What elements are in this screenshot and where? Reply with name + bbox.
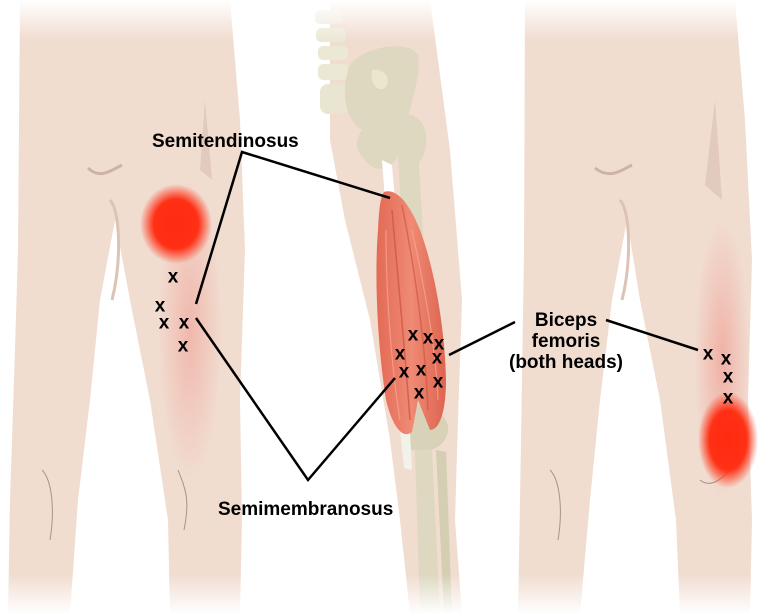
trigger-point-marker-middle: x — [413, 382, 425, 404]
pain-zone-right-core — [698, 392, 758, 488]
leader-lines — [194, 150, 699, 483]
trigger-point-marker-middle: x — [431, 347, 443, 369]
trigger-point-marker-left: x — [154, 295, 166, 317]
biceps-right-leader — [605, 318, 699, 352]
trigger-point-marker-left: x — [167, 266, 179, 288]
trigger-point-marker-middle: x — [415, 359, 427, 381]
label-biceps-line2: femoris — [531, 331, 601, 352]
label-biceps-line1: Biceps — [534, 310, 598, 331]
trigger-point-marker-left: x — [177, 335, 189, 357]
trigger-point-marker-middle: x — [433, 333, 445, 355]
trigger-point-marker-middle: x — [398, 361, 410, 383]
label-semitendinosus: Semitendinosus — [152, 131, 299, 152]
pain-zone-left-core — [140, 184, 212, 264]
biceps-left-leader — [448, 320, 516, 357]
trigger-point-marker-right: x — [722, 366, 734, 388]
label-semimembranosus: Semimembranosus — [218, 499, 394, 520]
semimembranosus-leader — [194, 317, 396, 483]
trigger-point-marker-left: x — [158, 312, 170, 334]
trigger-point-marker-middle: x — [394, 343, 406, 365]
right-legs — [518, 0, 752, 614]
trigger-point-marker-middle: x — [422, 327, 434, 349]
label-biceps-femoris: Biceps femoris (both heads) — [486, 310, 646, 373]
trigger-point-marker-right: x — [722, 387, 734, 409]
pain-zones — [140, 180, 758, 500]
middle-leg — [315, 0, 462, 614]
semitendinosus-leader — [194, 150, 391, 305]
trigger-point-marker-middle: x — [432, 371, 444, 393]
trigger-point-marker-right: x — [720, 348, 732, 370]
trigger-point-marker-middle: x — [407, 324, 419, 346]
trigger-point-marker-right: x — [702, 343, 714, 365]
trigger-point-marker-left: x — [178, 312, 190, 334]
label-biceps-line3: (both heads) — [509, 352, 623, 373]
